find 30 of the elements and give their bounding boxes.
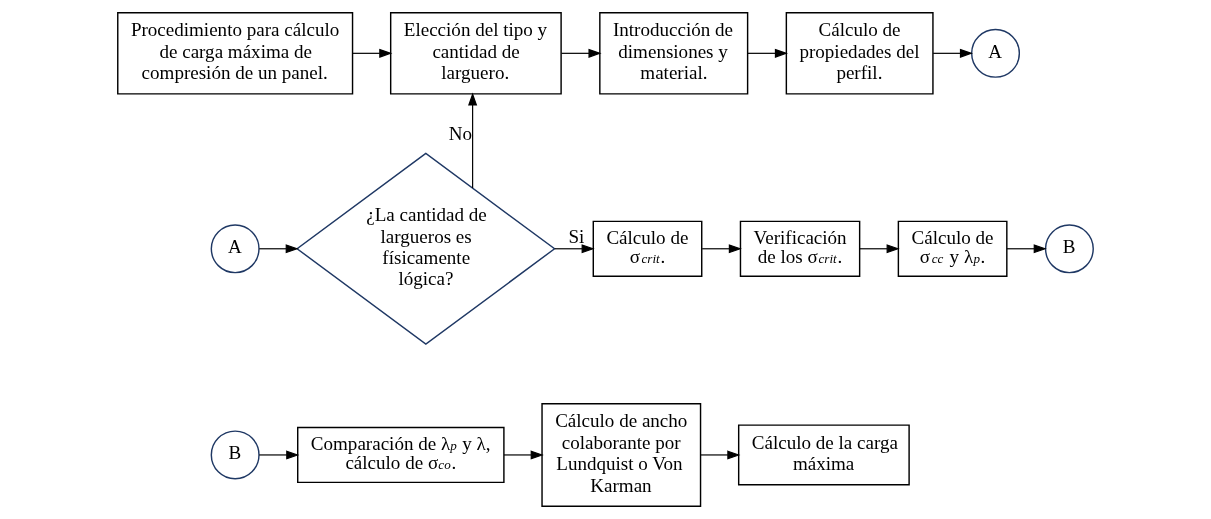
arrow	[1006, 244, 1047, 254]
arrow	[701, 244, 742, 254]
node-box: Comparación de λp y λ, cálculo de σco.	[297, 426, 505, 484]
node-circle: A	[210, 224, 260, 274]
arrow	[258, 244, 299, 254]
node-circle: A	[970, 28, 1021, 78]
arrow	[554, 244, 595, 254]
arrow	[700, 450, 741, 460]
arrow	[503, 450, 544, 460]
node-box: Introducción de dimensiones y material.	[599, 12, 749, 95]
edge-label: Si	[568, 225, 585, 247]
node-box: Verificación de los σcrit.	[739, 220, 861, 277]
node-box: Cálculo de ancho colaborante por Lundquist o Von Karman	[541, 403, 702, 507]
arrow	[352, 48, 393, 58]
node-diamond: ¿La cantidad de largueros es físicamente lógica?	[295, 152, 556, 345]
node-box: Cálculo de la carga máxima	[737, 424, 910, 486]
node-box: Procedimiento para cálculo de carga máxima de compresión de un panel.	[117, 12, 354, 95]
arrow	[560, 48, 602, 58]
arrow	[859, 244, 900, 254]
arrow	[468, 92, 478, 189]
arrow	[932, 48, 973, 58]
edge-label: No	[448, 123, 473, 145]
arrow	[258, 450, 300, 460]
arrow	[747, 48, 788, 58]
node-box: Cálculo de σcc y λp.	[897, 220, 1008, 277]
node-circle: B	[210, 430, 260, 480]
node-box: Cálculo de σcrit.	[592, 220, 703, 277]
node-box: Elección del tipo y cantidad de larguero.	[389, 12, 562, 95]
node-circle: B	[1044, 224, 1094, 274]
node-box: Cálculo de propiedades del perfil.	[785, 12, 934, 95]
